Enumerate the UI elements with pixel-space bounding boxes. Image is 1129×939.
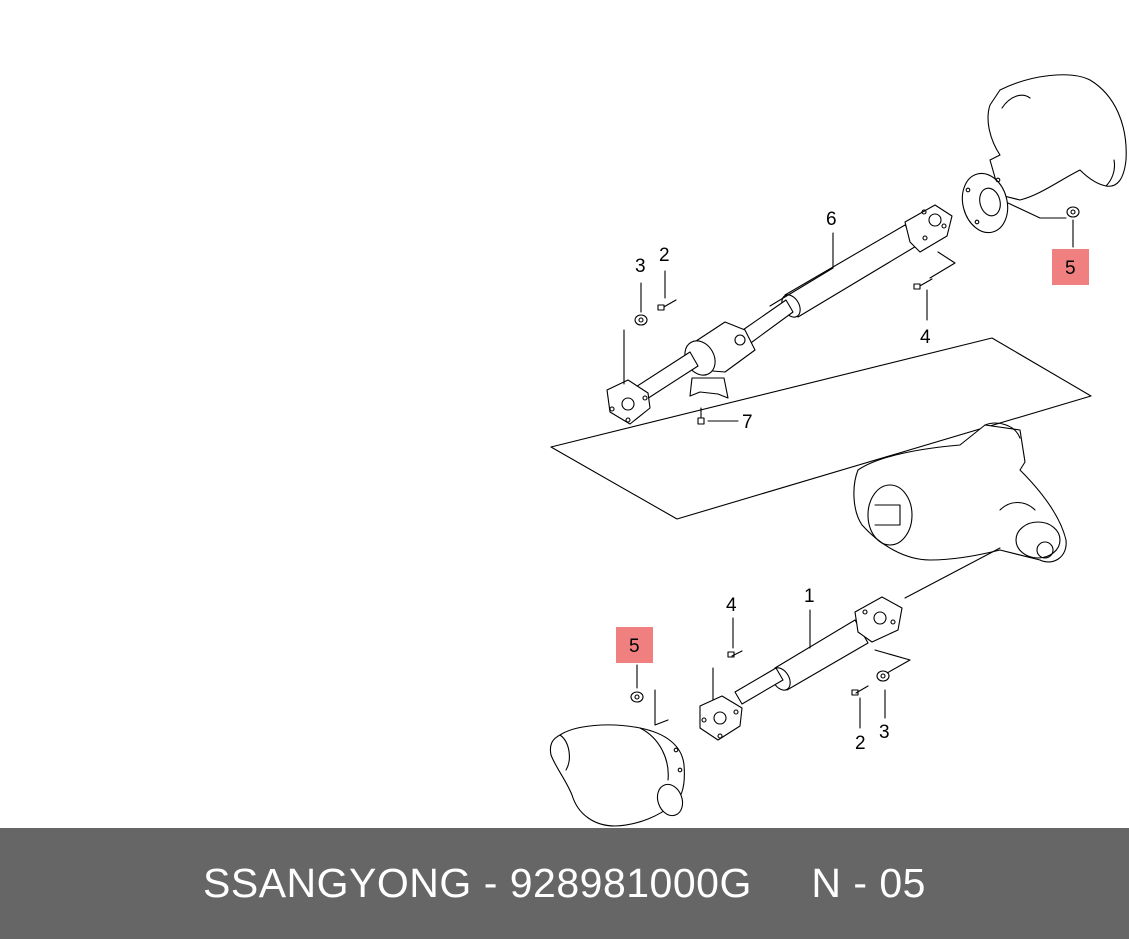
footer-bar: SSANGYONG - 928981000G N - 05: [0, 828, 1129, 939]
nut-5-top: [1066, 206, 1080, 248]
footer-caption: SSANGYONG - 928981000G N - 05: [203, 860, 926, 907]
part-number: 928981000G: [509, 860, 752, 906]
front-propeller-shaft: [654, 547, 1001, 741]
callout-5-bottom: 5: [629, 636, 640, 657]
callout-4-bottom: 4: [726, 595, 737, 616]
callout-1: 1: [804, 586, 815, 607]
rear-differential-housing: [961, 74, 1127, 234]
nut-3-top: [634, 282, 648, 326]
highlight-box-top: [1052, 249, 1089, 285]
page-code: N - 05: [811, 860, 926, 906]
rear-propeller-shaft: [550, 202, 1092, 520]
nut-3-bottom: [876, 670, 890, 719]
callout-3-bottom: 3: [879, 722, 890, 743]
bolt-2-top: [657, 270, 677, 311]
bolt-4-bottom: [727, 617, 743, 658]
bolt-4-top: [913, 278, 933, 321]
separator: -: [471, 860, 510, 906]
callout-4-top: 4: [920, 327, 931, 348]
nut-5-bottom: [630, 664, 644, 703]
callout-7: 7: [742, 412, 753, 433]
transfer-case: [853, 422, 1067, 563]
gap: [752, 860, 811, 906]
callout-5-top: 5: [1065, 258, 1076, 279]
callout-6: 6: [826, 209, 837, 230]
callout-2-bottom: 2: [855, 733, 866, 754]
callout-2-top: 2: [659, 245, 670, 266]
brand-name: SSANGYONG: [203, 860, 472, 906]
bolt-7: [697, 407, 739, 425]
highlight-box-bottom: [616, 627, 653, 663]
parts-diagram: 6 2 3 4 7 5 1 4 2 3 5: [549, 74, 1127, 827]
bolt-2-bottom: [851, 685, 869, 729]
front-differential-housing: [549, 724, 685, 827]
callout-3-top: 3: [635, 256, 646, 277]
